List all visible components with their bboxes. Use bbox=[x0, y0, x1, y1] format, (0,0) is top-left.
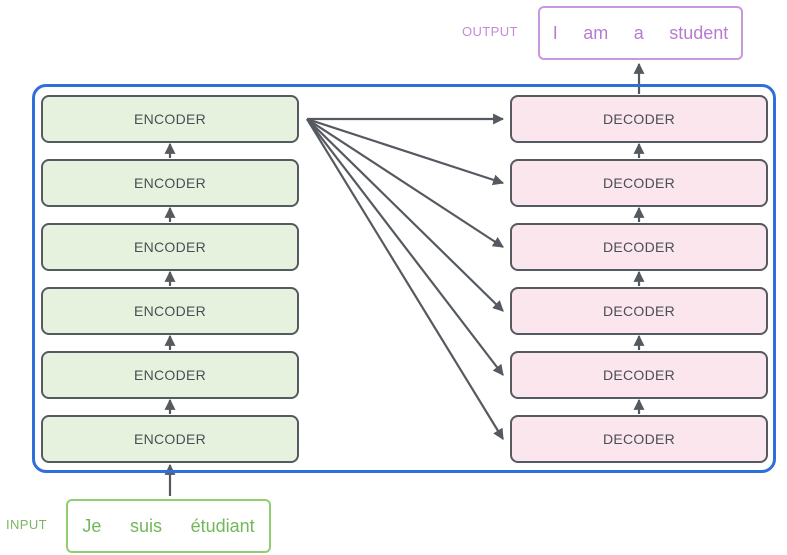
input-label: INPUT bbox=[6, 517, 47, 532]
decoder-block-4: DECODER bbox=[510, 287, 768, 335]
input-word: Je bbox=[82, 515, 102, 536]
output-word: a bbox=[633, 22, 644, 43]
decoder-block-6: DECODER bbox=[510, 415, 768, 463]
encoder-block-4: ENCODER bbox=[41, 287, 299, 335]
output-label: OUTPUT bbox=[462, 24, 518, 39]
output-word: I bbox=[552, 22, 558, 43]
decoder-block-5: DECODER bbox=[510, 351, 768, 399]
decoder-block-3: DECODER bbox=[510, 223, 768, 271]
decoder-block-1: DECODER bbox=[510, 95, 768, 143]
input-sentence-box: Je suis étudiant bbox=[66, 499, 271, 553]
output-word: am bbox=[583, 22, 609, 43]
encoder-block-2: ENCODER bbox=[41, 159, 299, 207]
encoder-block-1: ENCODER bbox=[41, 95, 299, 143]
output-sentence-box: I am a student bbox=[538, 6, 743, 60]
encoder-decoder-stack-frame bbox=[32, 84, 776, 473]
input-word: étudiant bbox=[190, 515, 255, 536]
encoder-block-6: ENCODER bbox=[41, 415, 299, 463]
encoder-block-3: ENCODER bbox=[41, 223, 299, 271]
encoder-block-5: ENCODER bbox=[41, 351, 299, 399]
decoder-block-2: DECODER bbox=[510, 159, 768, 207]
output-word: student bbox=[669, 22, 729, 43]
input-word: suis bbox=[129, 515, 162, 536]
